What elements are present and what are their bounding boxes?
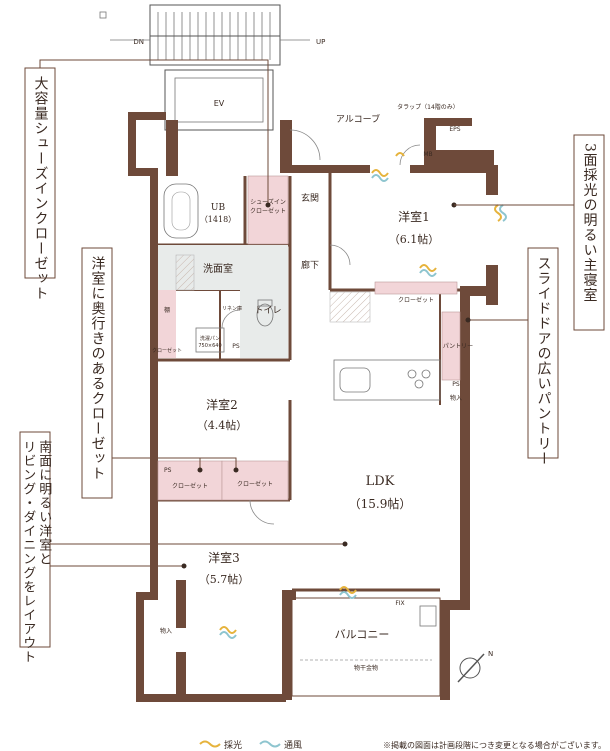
marker-ldk <box>342 541 348 547</box>
ps-label-2: PS <box>164 467 172 474</box>
stairs-up-label: UP <box>316 38 325 46</box>
mb-label: MB <box>423 151 432 158</box>
callout-south-line2: リビング・ダイニングをレイアウト <box>20 440 36 664</box>
light-legend-icon <box>199 740 221 748</box>
legend-light: 採光 <box>224 739 242 751</box>
marker-shoe <box>265 202 271 208</box>
wind-legend-icon <box>259 740 281 748</box>
alcove-label: アルコーブ <box>336 113 380 125</box>
storage-label-ldk: 物入 <box>450 394 462 402</box>
callout-deep-closet: 洋室に奥行きのあるクローゼット <box>89 256 106 481</box>
ldk-size: （15.9帖） <box>349 496 412 511</box>
storage-label-w3: 物入 <box>160 627 172 635</box>
washer-size: 750×640 <box>198 343 221 349</box>
legend: 採光 通風 ※掲載の図面は計画段階につき変更となる場合がございます。 <box>199 739 606 751</box>
linen-label: リネン庫 <box>222 305 242 312</box>
pantry-label: パントリー <box>443 343 473 350</box>
compass-label: N <box>488 650 493 658</box>
doors <box>221 129 421 525</box>
shelf-label: 棚 <box>164 306 170 314</box>
marker-w2a <box>197 467 203 473</box>
eps-label: EPS <box>449 126 460 133</box>
callout-lines <box>19 59 605 648</box>
ub-label: UB <box>211 203 226 213</box>
western1-label: 洋室1 <box>398 209 430 224</box>
ps-label-3: PS <box>452 381 460 388</box>
callout-pantry: スライドドアの広いパントリー <box>535 256 552 466</box>
balcony-label: バルコニー <box>335 628 390 641</box>
ventilation-marks <box>219 152 507 639</box>
balcony <box>291 597 441 697</box>
legend-wind: 通風 <box>284 740 302 751</box>
hallway-label: 廊下 <box>301 259 319 271</box>
entrance-label: 玄関 <box>301 192 319 204</box>
room-fills <box>157 175 461 501</box>
marker-w3 <box>181 563 187 569</box>
trap-label: タラップ（14階のみ） <box>397 103 459 111</box>
washer-label: 洗濯パン <box>200 335 220 342</box>
western3-size: （5.7帖） <box>199 573 250 586</box>
clothes-rack-label: 物干金物 <box>354 664 378 672</box>
fix-label: FIX <box>395 600 404 607</box>
toilet-label: トイレ <box>254 306 281 316</box>
bath-closet-label: クローゼット <box>152 347 182 354</box>
legend-note: ※掲載の図面は計画段階につき変更となる場合がございます。 <box>383 740 606 750</box>
callout-south-line1: 南面に明るい洋室と <box>36 440 52 566</box>
western2-label: 洋室2 <box>206 397 238 412</box>
stairwell: DN UP <box>99 4 325 66</box>
ldk-label: LDK <box>366 474 395 489</box>
shoe-closet-label-2: クローゼット <box>250 207 286 215</box>
north-arrow-icon: N <box>457 650 493 683</box>
walls <box>128 112 498 702</box>
closet-label-w2b: クローゼット <box>237 480 273 488</box>
washroom-label: 洗面室 <box>203 262 233 275</box>
closet-label-w1: クローゼット <box>398 296 434 304</box>
western2-size: （4.4帖） <box>197 419 248 432</box>
elevator: EV <box>164 69 274 131</box>
western3-label: 洋室3 <box>208 550 240 565</box>
ub-size: （1418） <box>200 215 236 224</box>
marker-pantry <box>465 317 471 323</box>
marker-w2b <box>233 467 239 473</box>
stairs-down-label: DN <box>133 38 144 46</box>
callout-shoe-closet: 大容量シューズインクローゼット <box>32 76 49 301</box>
western1-size: （6.1帖） <box>389 233 440 246</box>
ps-label-1: PS <box>232 343 240 350</box>
callout-master: 3面採光の明るい主寝室 <box>581 143 598 303</box>
closet-label-w2a: クローゼット <box>172 482 208 490</box>
elevator-label: EV <box>214 99 225 108</box>
